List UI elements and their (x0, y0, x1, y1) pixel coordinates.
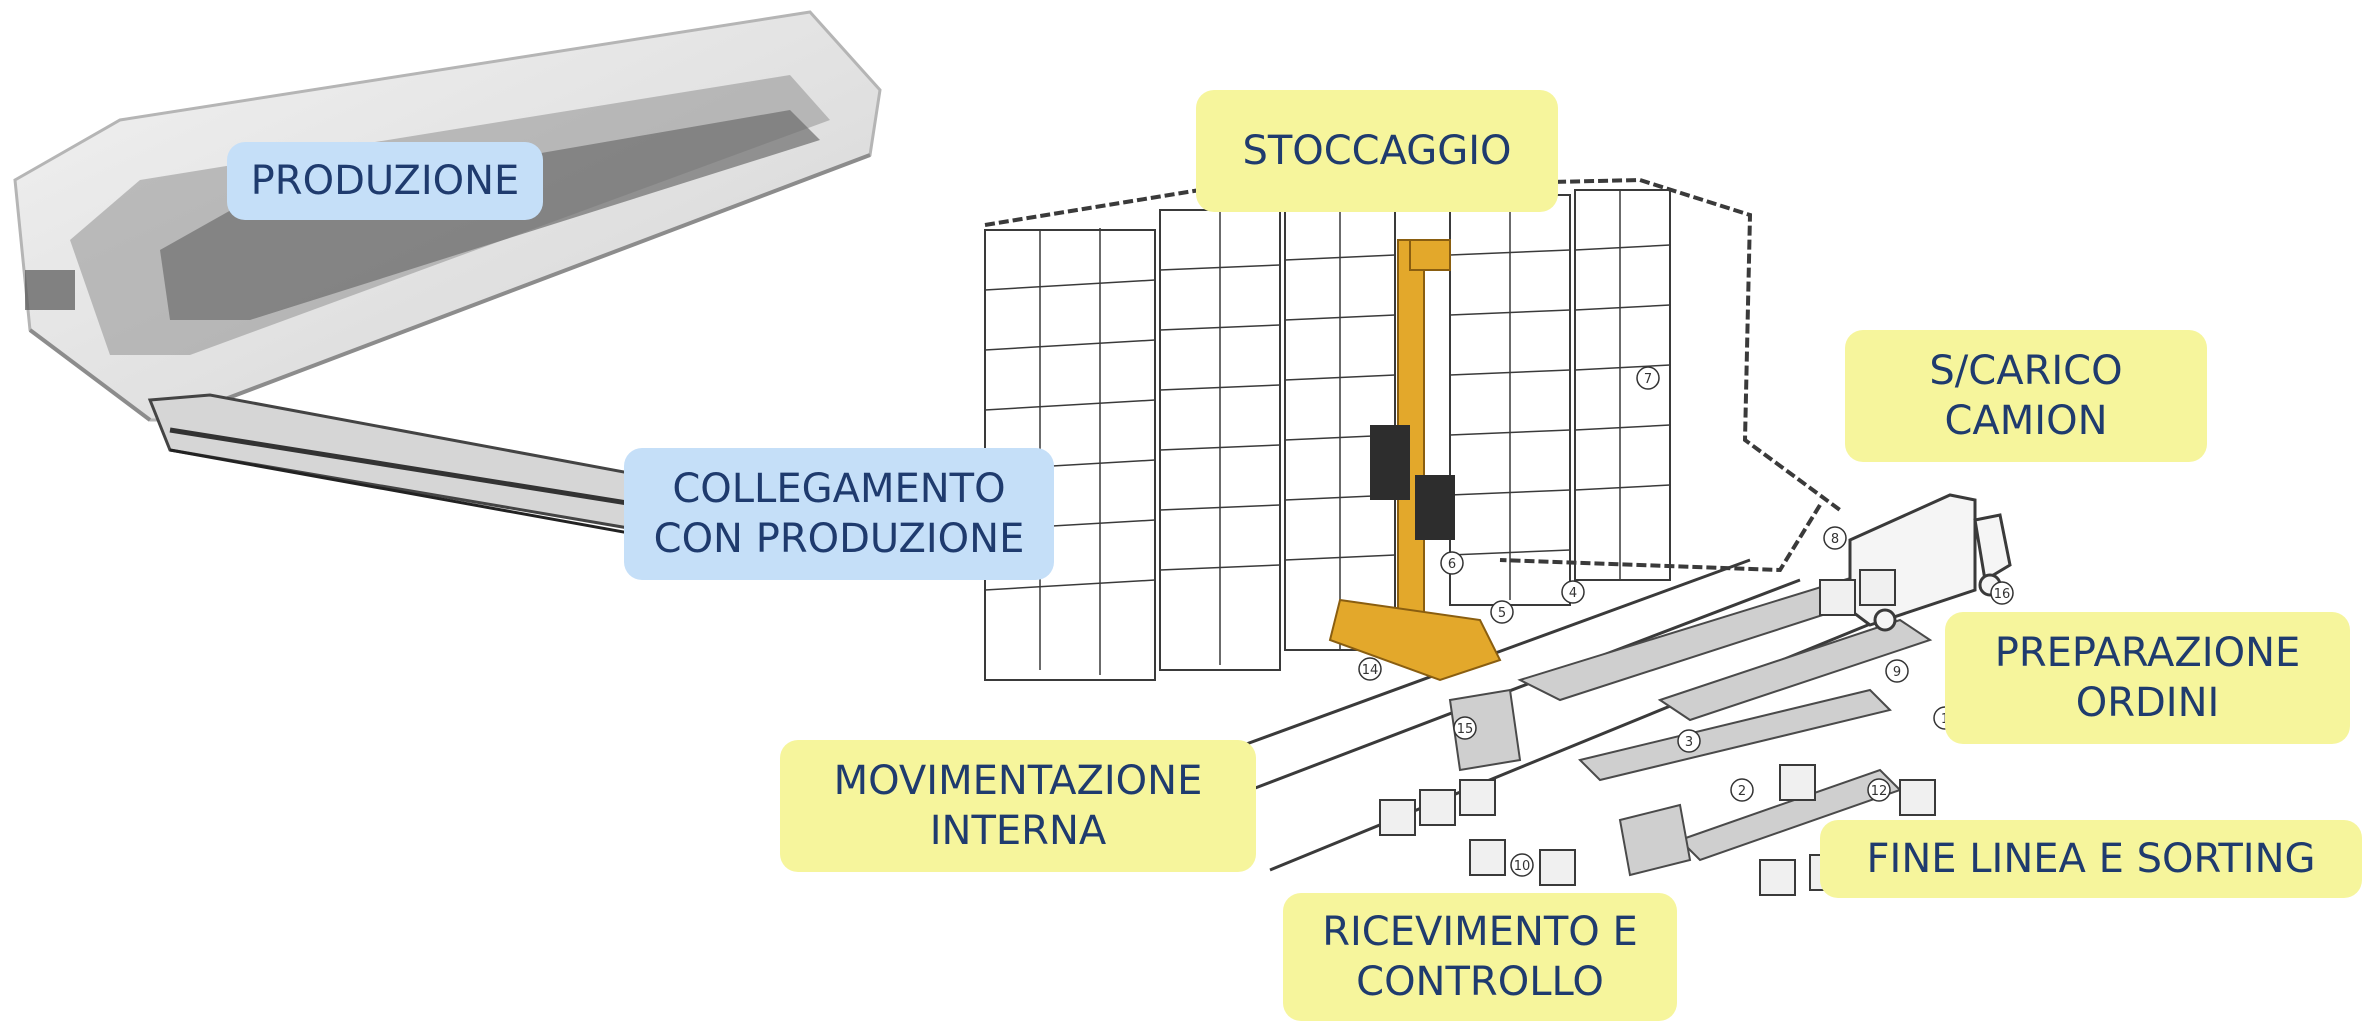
label-collegamento: COLLEGAMENTO CON PRODUZIONE (624, 448, 1054, 580)
label-preparazione: PREPARAZIONE ORDINI (1945, 612, 2350, 744)
marker-6: 6 (1440, 551, 1464, 575)
marker-number: 12 (1871, 784, 1888, 799)
marker-14: 14 (1358, 657, 1382, 681)
marker-2: 2 (1730, 778, 1754, 802)
marker-number: 3 (1685, 735, 1693, 750)
marker-5: 5 (1490, 600, 1514, 624)
marker-number: 16 (1994, 587, 2011, 602)
marker-number: 15 (1457, 722, 1474, 737)
truck (1848, 493, 2012, 632)
marker-7: 7 (1636, 366, 1660, 390)
marker-8: 8 (1823, 526, 1847, 550)
marker-number: 9 (1893, 665, 1901, 680)
marker-4: 4 (1561, 580, 1585, 604)
marker-9: 9 (1885, 659, 1909, 683)
pallets (1379, 569, 1936, 896)
label-stoccaggio: STOCCAGGIO (1196, 90, 1558, 212)
connection-bridge (147, 393, 642, 537)
marker-number: 2 (1738, 784, 1746, 799)
conveyor-area (1448, 573, 1933, 877)
marker-layer: 7816456141593210121 (1358, 366, 2014, 877)
marker-10: 10 (1510, 853, 1534, 877)
label-produzione: PRODUZIONE (227, 142, 543, 220)
stacker-crane (1328, 239, 1502, 682)
marker-number: 8 (1831, 532, 1839, 547)
marker-number: 6 (1448, 557, 1456, 572)
label-fine-linea: FINE LINEA E SORTING (1820, 820, 2362, 898)
marker-number: 10 (1514, 859, 1531, 874)
label-ricevimento: RICEVIMENTO E CONTROLLO (1283, 893, 1677, 1021)
marker-3: 3 (1677, 729, 1701, 753)
marker-number: 14 (1362, 663, 1379, 678)
marker-number: 5 (1498, 606, 1506, 621)
marker-number: 7 (1644, 372, 1652, 387)
label-scarico: S/CARICO CAMION (1845, 330, 2207, 462)
label-movimentazione: MOVIMENTAZIONE INTERNA (780, 740, 1256, 872)
marker-16: 16 (1990, 581, 2014, 605)
marker-number: 4 (1569, 586, 1577, 601)
marker-12: 12 (1867, 778, 1891, 802)
marker-15: 15 (1453, 716, 1477, 740)
